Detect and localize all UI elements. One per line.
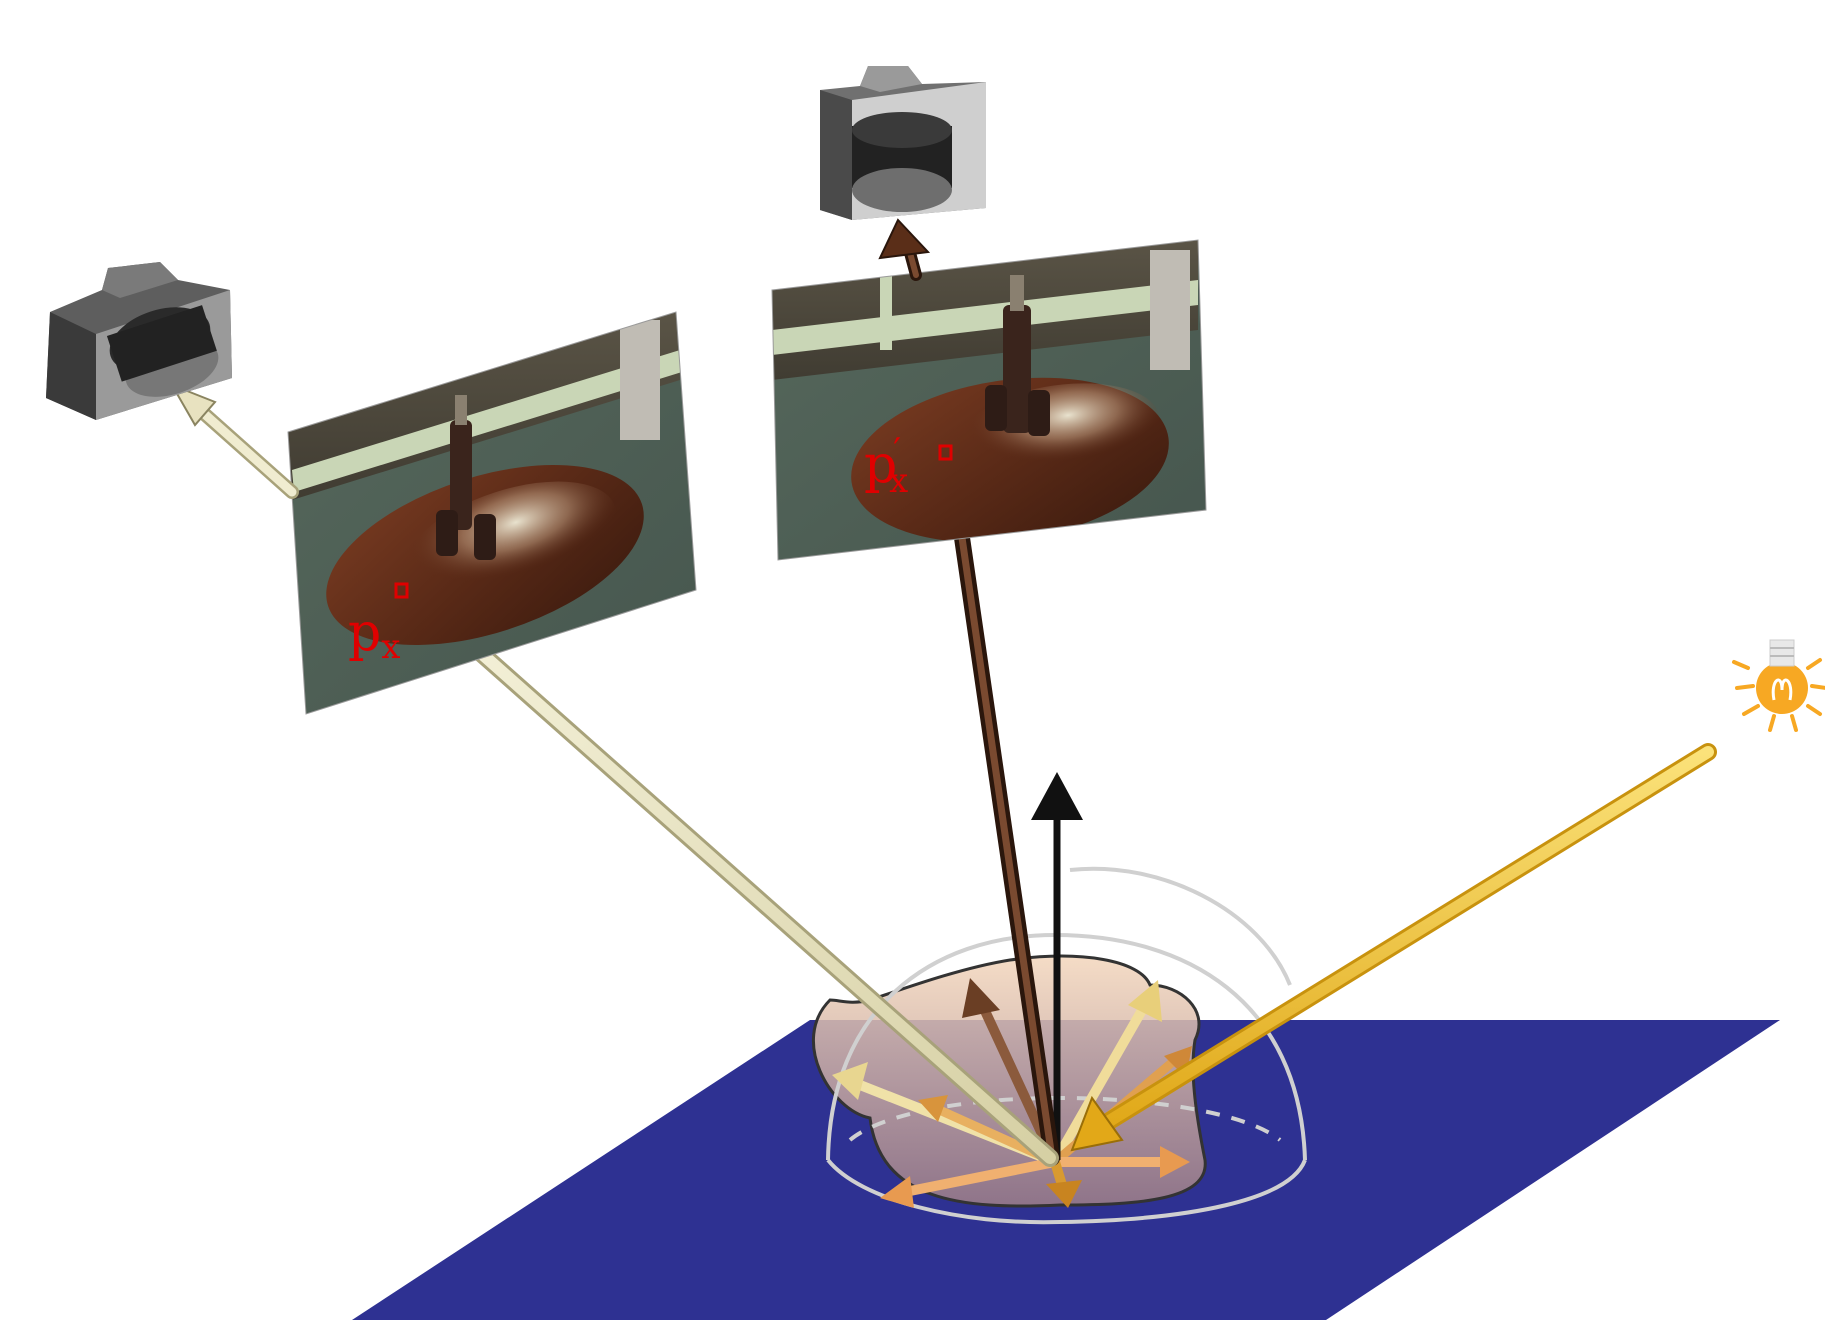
ray-left-to-camera-segment [169,383,299,499]
hemisphere-outer-arc [1069,866,1292,986]
ray-to-left-camera [401,581,1059,1167]
sample-arrow [1050,1146,1190,1178]
sample-arrow [1046,1157,1082,1208]
top-image-plane [771,239,1207,561]
pixel-marker-right [938,444,953,461]
surface-normal-arrow [1031,772,1083,1160]
camera-left-icon [46,262,232,420]
incident-light-ray [1070,743,1717,1152]
ray-top-to-camera-segment [878,218,931,281]
pixel-label-right: p′x [864,431,908,501]
pixel-marker-left [394,582,409,599]
camera-top-icon [820,66,986,220]
sample-arrow [880,1157,1060,1208]
sample-arrows [832,978,1192,1208]
light-bulb-icon [1732,639,1825,732]
pixel-label-left: px [348,603,400,667]
sample-arrow [1050,980,1162,1167]
hemisphere-front-rim [826,1158,1307,1225]
left-image-plane [287,311,697,715]
ray-to-top-camera [942,447,1060,1166]
